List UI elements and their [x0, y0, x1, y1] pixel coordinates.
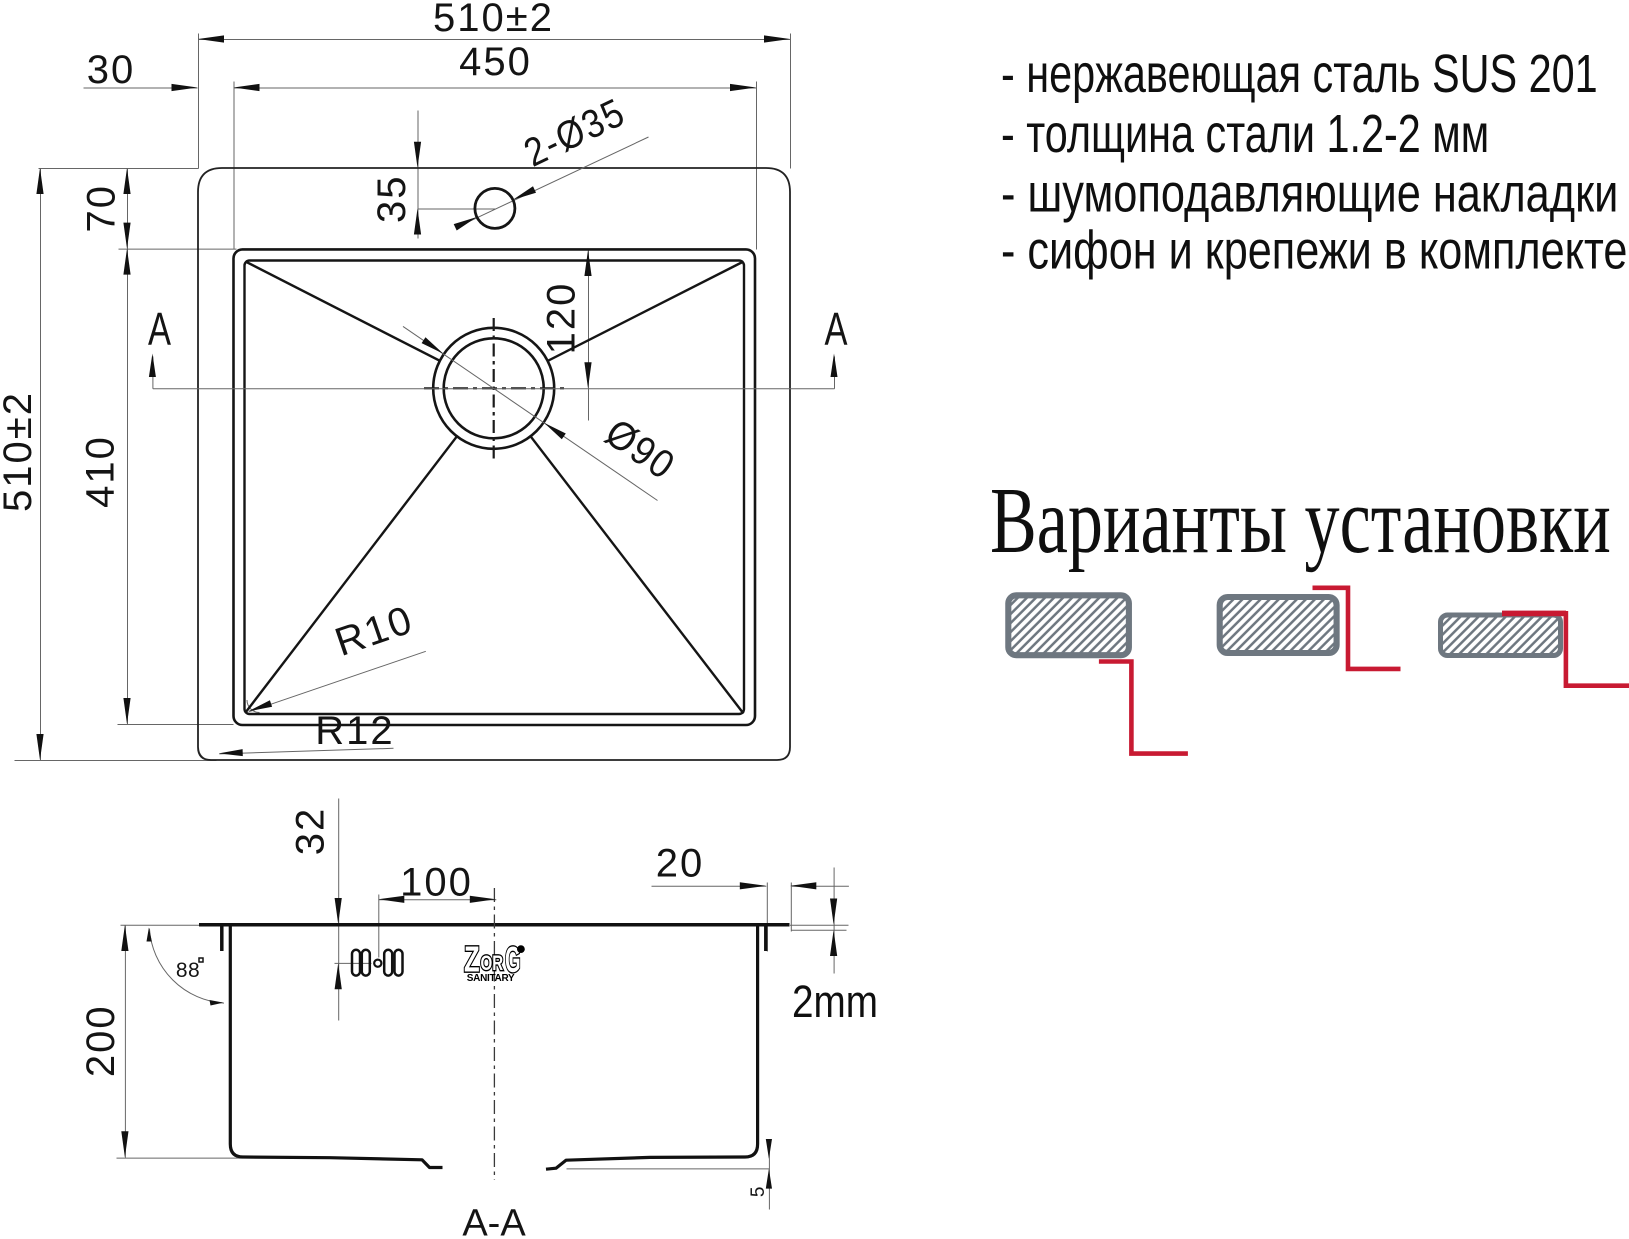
svg-text:120: 120 — [540, 282, 584, 355]
svg-text:SANITARY: SANITARY — [467, 973, 515, 984]
svg-text:A: A — [148, 303, 172, 355]
svg-text:100: 100 — [400, 861, 473, 905]
svg-text:2mm: 2mm — [792, 976, 878, 1027]
svg-text:- толщина стали 1.2-2 мм: - толщина стали 1.2-2 мм — [1001, 104, 1489, 164]
svg-text:88: 88 — [176, 959, 200, 982]
svg-text:510±2: 510±2 — [0, 391, 40, 512]
svg-text:410: 410 — [79, 435, 123, 508]
svg-text:- сифон и крепежи в комплекте: - сифон и крепежи в комплекте — [1001, 221, 1627, 281]
svg-text:5: 5 — [748, 1187, 769, 1198]
svg-text:32: 32 — [289, 807, 333, 856]
svg-text:- нержавеющая сталь SUS 201: - нержавеющая сталь SUS 201 — [1001, 44, 1598, 104]
svg-text:OR: OR — [481, 950, 504, 974]
svg-text:- шумоподавляющие накладки: - шумоподавляющие накладки — [1001, 164, 1618, 224]
svg-text:510±2: 510±2 — [433, 0, 554, 40]
svg-text:A-A: A-A — [462, 1203, 526, 1239]
svg-text:200: 200 — [79, 1004, 123, 1077]
svg-text:R12: R12 — [315, 709, 394, 753]
svg-text:35: 35 — [370, 174, 414, 223]
svg-text:30: 30 — [87, 48, 136, 92]
svg-text:A: A — [824, 303, 848, 355]
svg-text:Z: Z — [464, 938, 480, 980]
svg-text:20: 20 — [656, 842, 705, 886]
svg-text:Варианты установки: Варианты установки — [990, 469, 1611, 573]
svg-text:450: 450 — [459, 40, 532, 84]
svg-text:70: 70 — [80, 184, 124, 233]
